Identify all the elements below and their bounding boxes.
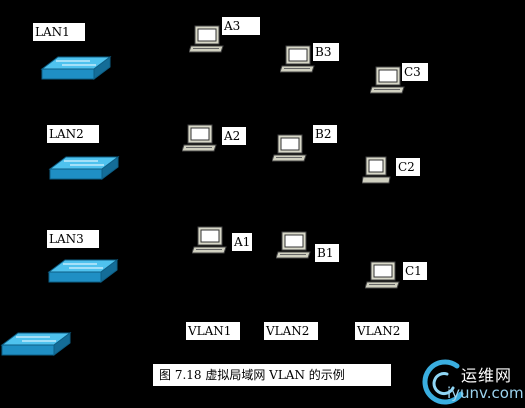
watermark: 运维网 iyunv.com [417,358,524,406]
host-c1-label: C1 [403,262,427,280]
host-b3-label: B3 [313,43,339,61]
lan3-label: LAN3 [47,230,99,248]
switch-lan3 [47,259,119,283]
computer-b1-icon [276,231,311,259]
vlan-label-2: VLAN2 [264,322,318,340]
host-b1-label: B1 [315,244,339,262]
vlan-label-1: VLAN1 [186,322,240,340]
switch-core [0,332,72,356]
vlan-label-3: VLAN2 [355,322,409,340]
host-c3-label: C3 [402,63,428,81]
watermark-logo-icon [422,359,464,405]
computer-a2-icon [182,124,217,152]
host-a3-label: A3 [222,17,260,35]
host-b2-label: B2 [313,125,337,143]
host-c2-label: C2 [396,158,420,176]
computer-b3-icon [280,45,315,73]
switch-lan2 [48,156,120,180]
watermark-url: iyunv.com [447,384,524,402]
computer-a3-icon [189,25,224,53]
watermark-title: 运维网 [461,366,513,385]
switch-lan1 [40,56,112,80]
host-a2-label: A2 [222,127,246,145]
computer-b2-icon [272,134,307,162]
host-a1-label: A1 [232,233,252,251]
lan1-label: LAN1 [33,23,85,41]
lan2-label: LAN2 [47,125,99,143]
figure-caption: 图 7.18 虚拟局域网 VLAN 的示例 [153,364,391,386]
computer-a1-icon [192,226,227,254]
computer-c2-icon [362,156,391,184]
computer-c1-icon [365,261,400,289]
computer-c3-icon [370,66,405,94]
